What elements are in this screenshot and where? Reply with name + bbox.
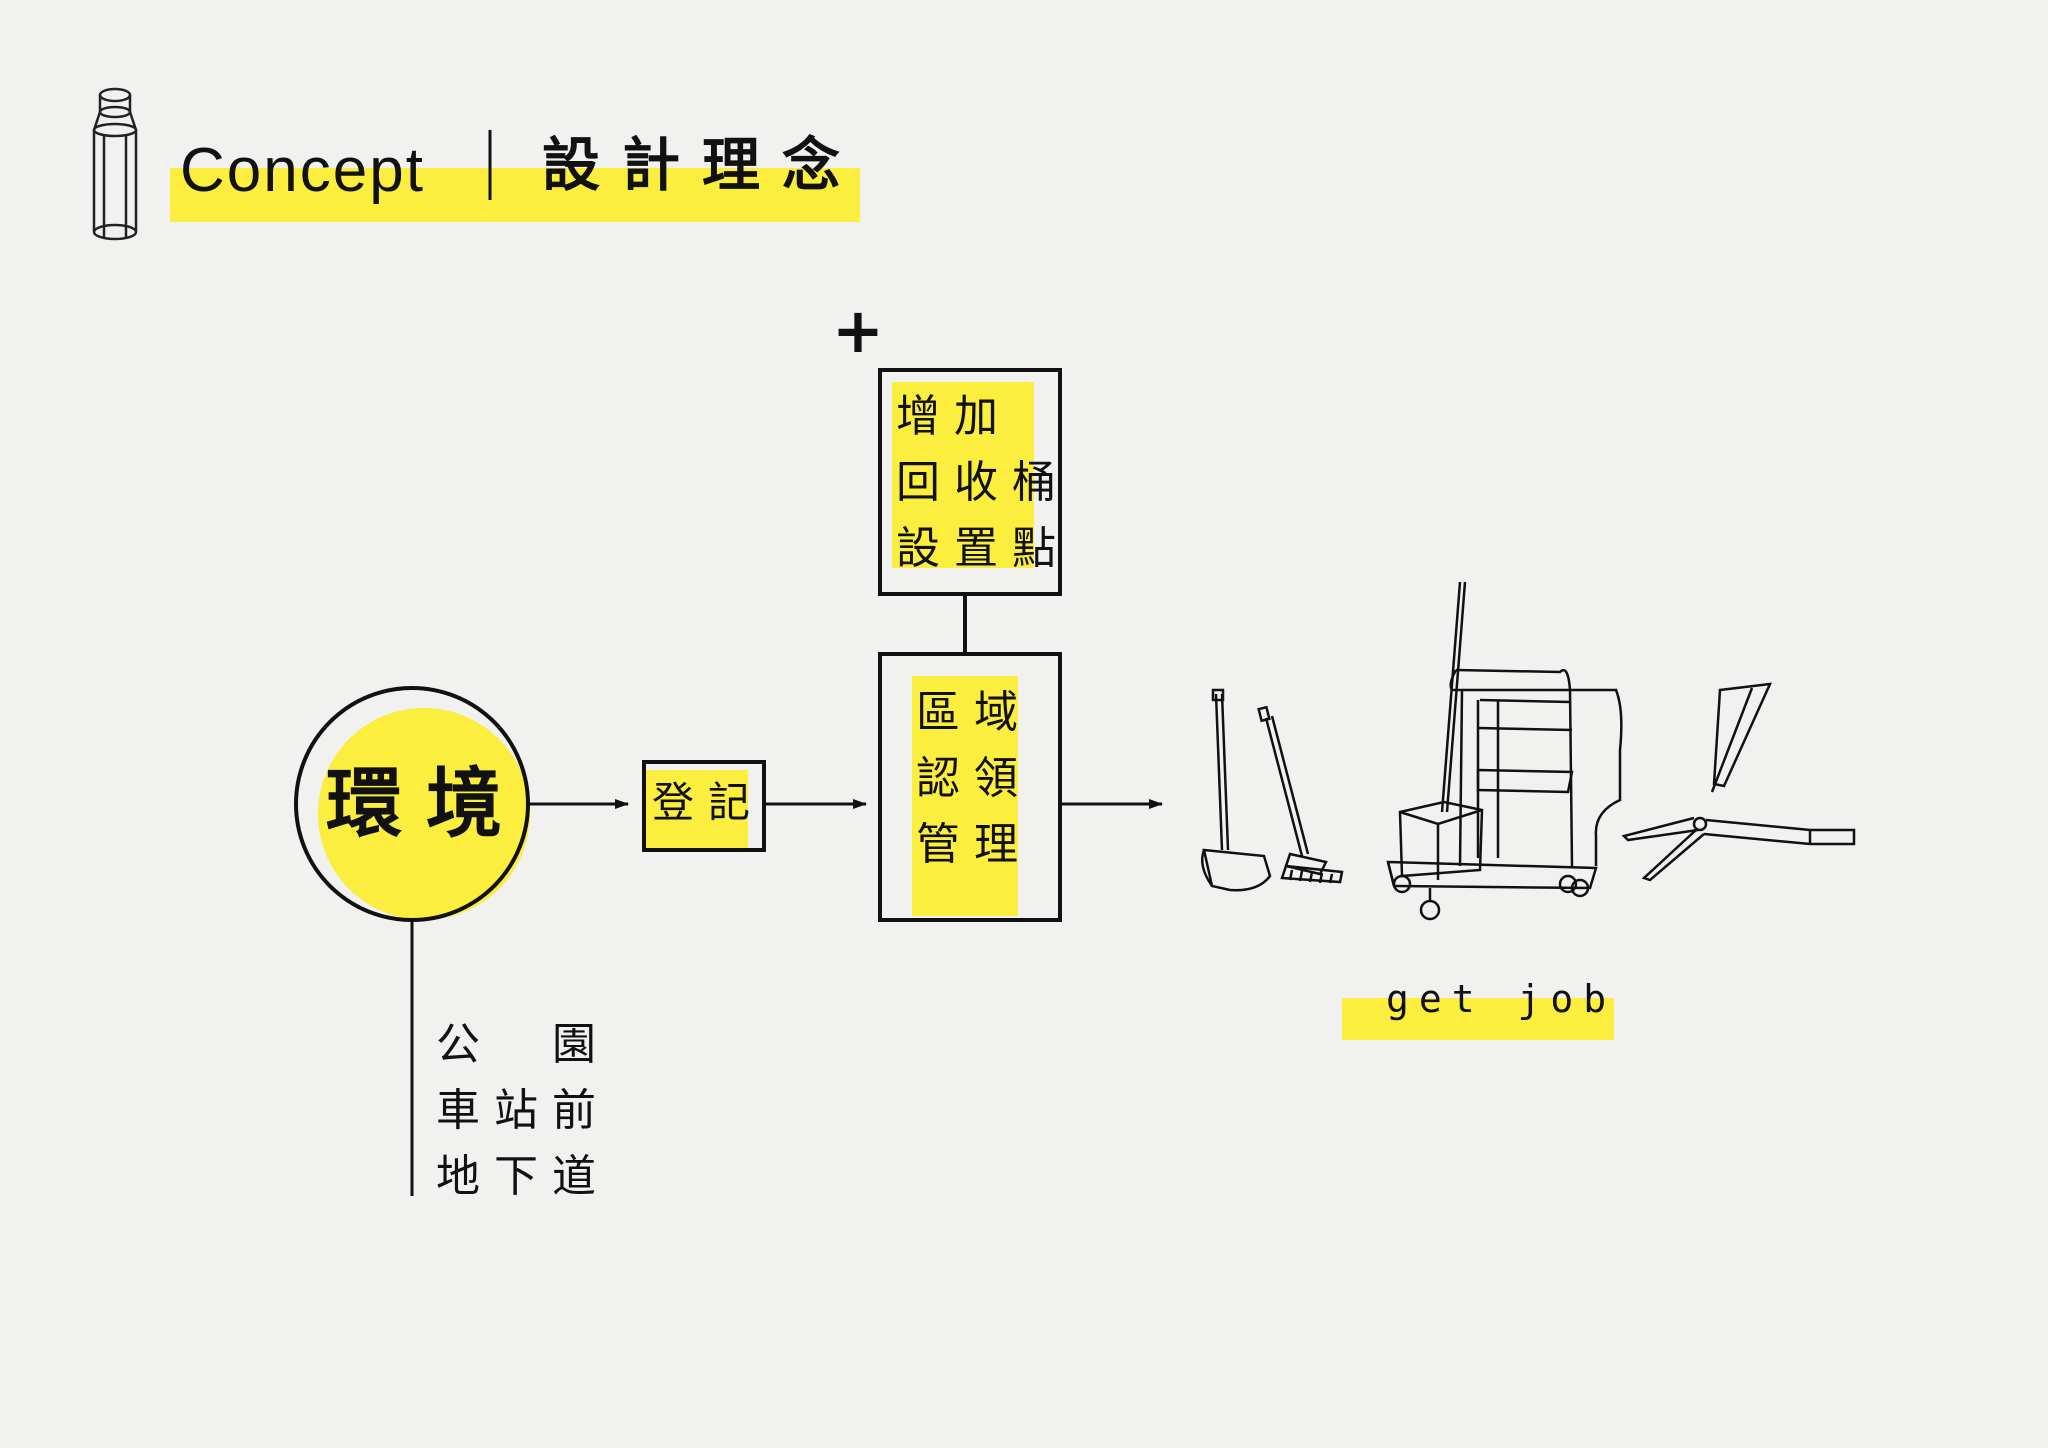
register-label: 登記 <box>652 778 765 827</box>
location-station-front: 車站前 <box>436 1085 610 1136</box>
environment-label: 環境 <box>326 759 526 848</box>
area-management-highlight <box>912 676 1018 916</box>
get-job-highlight <box>1342 998 1614 1040</box>
add-bins-highlight <box>892 382 1034 568</box>
plus-icon: + <box>832 294 884 367</box>
cleaning-cart-icon <box>1386 581 1623 921</box>
area-management-label: 區域 認領 管理 <box>916 680 1032 878</box>
location-underpass: 地下道 <box>436 1151 610 1202</box>
area-management-line-3: 管理 <box>916 819 1032 870</box>
location-list: 公 園 車站前 地下道 <box>436 1012 610 1210</box>
area-management-line-1: 區域 <box>916 687 1032 738</box>
area-management-line-2: 認領 <box>916 753 1032 804</box>
title-highlight <box>170 168 860 222</box>
page-title-zh: 設計理念 <box>542 131 863 199</box>
hedge-shears-icon <box>1621 682 1856 882</box>
add-bins-line-2: 回收桶 <box>896 457 1070 508</box>
add-bins-line-1: 增加 <box>896 391 1012 442</box>
bottle-icon <box>92 87 138 241</box>
page-title-en: Concept <box>180 136 425 205</box>
register-highlight <box>646 770 748 850</box>
broom-icon <box>1257 705 1344 884</box>
location-park: 公 園 <box>436 1019 610 1070</box>
add-bins-line-3: 設置點 <box>896 523 1070 574</box>
add-bins-label: 增加 回收桶 設置點 <box>896 384 1070 582</box>
area-management-box <box>878 652 1062 922</box>
get-job-label: get job <box>1386 977 1617 1021</box>
register-box <box>642 760 766 852</box>
add-bins-box <box>878 368 1062 596</box>
dustpan-icon <box>1201 688 1272 892</box>
